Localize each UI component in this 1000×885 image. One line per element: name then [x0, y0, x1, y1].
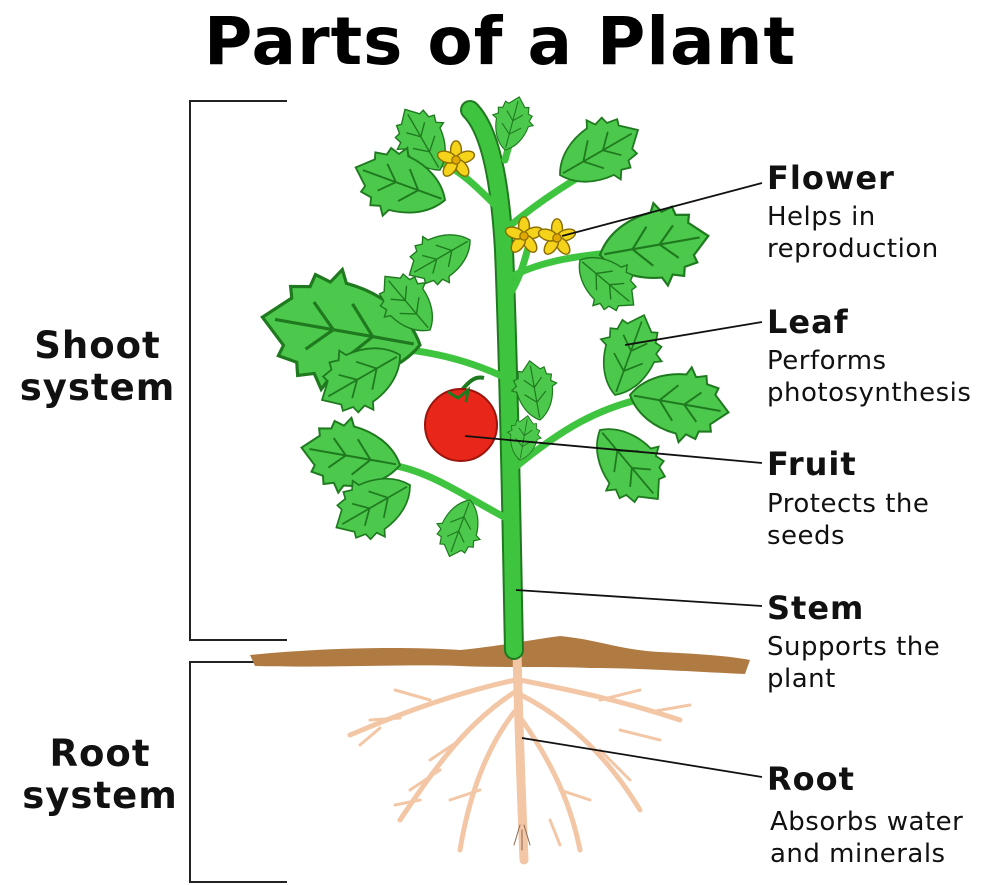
fruit-leader-line [464, 435, 763, 464]
soil-layer [250, 636, 750, 674]
root-system-bracket [189, 661, 287, 883]
stem-leader-line [515, 589, 763, 607]
root-label: Root [767, 760, 855, 798]
fruit-label: Fruit [767, 445, 857, 483]
diagram-title: Parts of a Plant [203, 3, 797, 80]
stem-label: Stem [767, 589, 865, 627]
fruit-illustration [424, 375, 498, 462]
root-description: Absorbs water and minerals [770, 807, 964, 869]
shoot-system-label: Shoot system [19, 324, 176, 409]
leaf-description: Performs photosynthesis [767, 346, 972, 408]
shoot-system-bracket [189, 100, 287, 641]
fruit-description: Protects the seeds [767, 489, 930, 551]
root-illustration [347, 645, 692, 865]
flower-label: Flower [767, 159, 895, 197]
leaf-label: Leaf [767, 303, 849, 341]
root-system-label: Root system [22, 732, 178, 817]
root-leader-line [521, 737, 763, 778]
flower-leader-line [561, 182, 763, 237]
flower-description: Helps in reproduction [767, 202, 939, 264]
leaf-leader-line [624, 321, 763, 346]
stem-description: Supports the plant [767, 632, 941, 694]
